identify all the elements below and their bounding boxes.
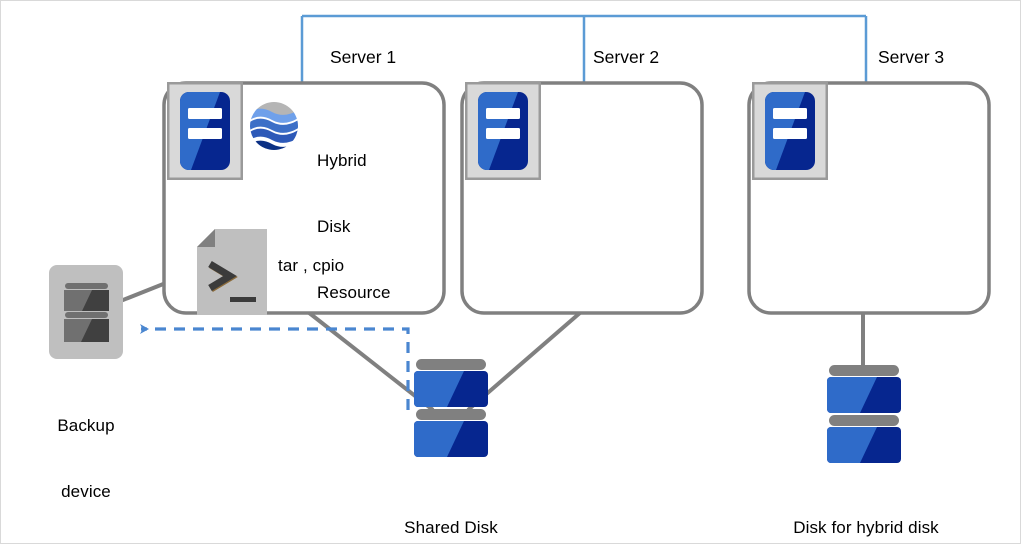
backup-flow-arrow: [140, 324, 410, 410]
script-terminal-icon: [197, 229, 267, 315]
backup-device-label-line-2: device: [61, 482, 111, 501]
hybrid-disk-resource-label-line-2: Disk: [317, 217, 351, 236]
hybrid-disk-label-line-1: Disk for hybrid disk: [793, 518, 939, 537]
hybrid-disk-resource-label-line-3: Resource: [317, 283, 391, 302]
server-3-title: Server 3: [878, 47, 945, 67]
network-interconnect-lines: [300, 14, 868, 84]
backup-command-label: tar , cpio: [278, 256, 345, 275]
server-icon: [752, 82, 828, 180]
server-icon: [167, 82, 243, 180]
backup-device-label: Backup device: [16, 371, 156, 543]
hybrid-disk-icon: [827, 365, 901, 463]
shared-disk-label-line-1: Shared Disk: [404, 518, 498, 537]
shared-disk-icon: [414, 359, 488, 457]
backup-device-label-line-1: Backup: [57, 416, 115, 435]
hybrid-disk-resource-label: Hybrid Disk Resource: [317, 106, 477, 348]
server-2-title: Server 2: [593, 47, 660, 67]
shared-disk-label: Shared Disk for hybrid disk resource: [301, 473, 601, 543]
globe-icon: [250, 102, 298, 150]
hybrid-disk-resource-label-line-1: Hybrid: [317, 151, 367, 170]
backup-device-icon: [49, 265, 123, 359]
hybrid-disk-label: Disk for hybrid disk resource: [741, 473, 991, 543]
server-1-title: Server 1: [330, 47, 397, 67]
